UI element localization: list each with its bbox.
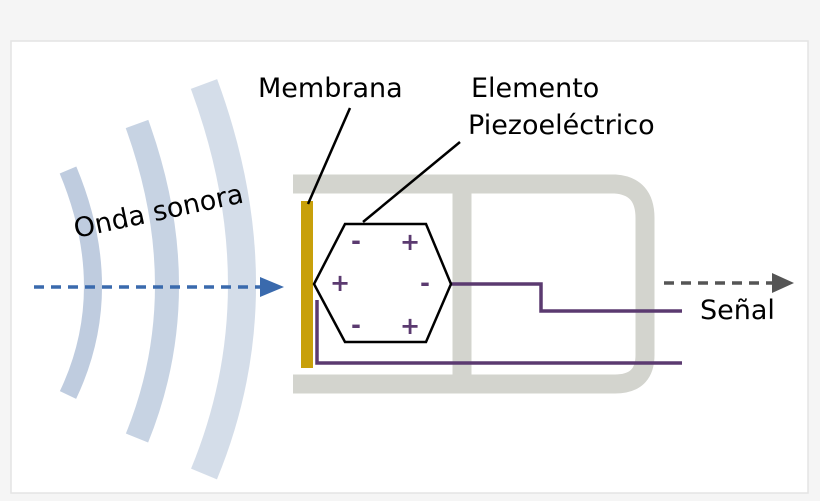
piezo-label-line2: Piezoeléctrico xyxy=(468,110,655,141)
charge-mid-right: - xyxy=(420,269,430,297)
charge-top-right: + xyxy=(400,228,420,256)
wave-arc-3 xyxy=(190,79,256,480)
wave-arc-2 xyxy=(125,119,179,443)
piezo-label-line1: Elemento xyxy=(471,73,599,104)
input-arrow xyxy=(34,277,284,297)
piezo-element-hexagon xyxy=(312,222,453,344)
signal-label: Señal xyxy=(700,295,775,326)
callout-lines xyxy=(306,107,461,223)
wires xyxy=(315,282,682,365)
output-arrow xyxy=(664,273,794,293)
charge-mid-left: + xyxy=(330,269,350,297)
charge-signs: - + + - - + xyxy=(330,227,430,340)
wire-signal xyxy=(449,282,682,313)
membrane xyxy=(301,201,313,368)
piezo-callout-line xyxy=(362,141,461,223)
charge-top-left: - xyxy=(351,227,361,255)
wire-ground xyxy=(315,300,682,365)
charge-bottom-left: - xyxy=(351,311,361,339)
charge-bottom-right: + xyxy=(400,312,420,340)
membrane-callout-line xyxy=(306,107,352,205)
membrane-label: Membrana xyxy=(258,73,403,104)
